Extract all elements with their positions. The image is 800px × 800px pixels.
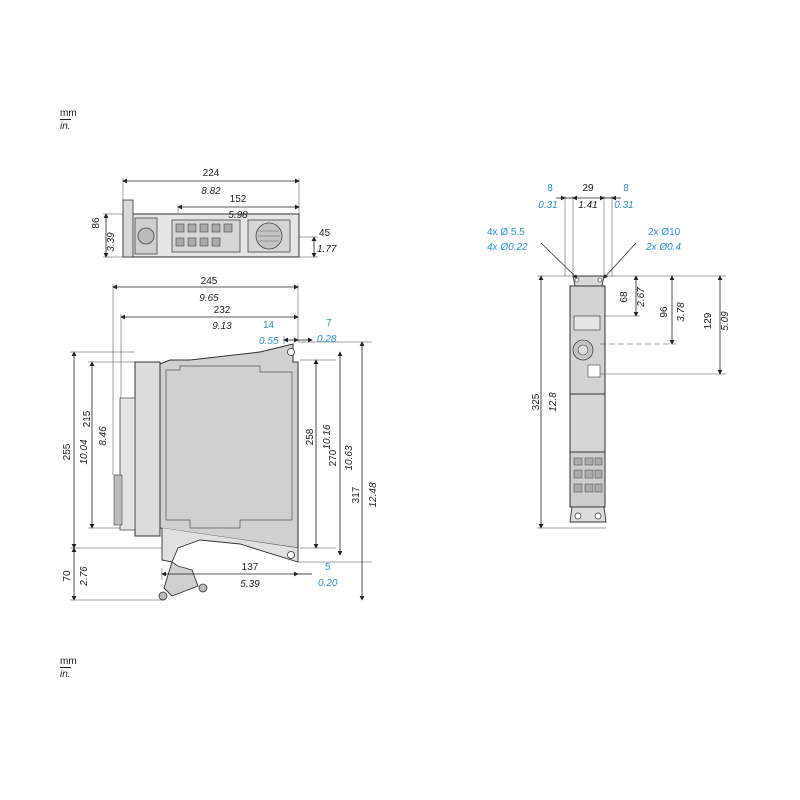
top-view [103,178,318,258]
unit-inch: in. [60,119,71,132]
dim-front-right-margin-mm: 8 [623,183,629,194]
dim-side-bottom-offset-in: 0.20 [318,578,338,589]
dim-top-width-mm: 224 [203,168,220,179]
dim-front-cable-holes-in: 2x Ø0.4 [645,242,681,253]
top-view-knob [137,227,155,245]
dim-front-left-margin-in: 0.31 [538,200,557,211]
dim-side-inner-height-mm: 215 [82,410,93,427]
dim-front-right-margin-in: 0.31 [614,200,633,211]
dim-front-68-in: 2.67 [636,287,647,308]
dim-side-bottom-depth-mm: 137 [242,562,259,573]
unit-legend-top: mm in. [60,108,77,132]
dim-side-bottom-offset-mm: 5 [325,562,331,573]
dim-front-overall-height-in: 12.8 [548,392,559,412]
dim-side-overall-width-in: 9.65 [199,293,219,304]
dim-front-cable-holes-mm: 2x Ø10 [648,227,681,238]
unit-mm: mm [60,656,77,667]
dim-front-hole-spacing-mm: 29 [582,183,594,194]
side-view-body [159,343,299,549]
dim-side-offset-a-mm: 14 [263,320,275,331]
side-view-rear [134,361,161,537]
dim-front-96-mm: 96 [659,306,670,318]
dim-side-270-in: 10.63 [344,445,355,470]
side-view-cable [163,561,199,597]
dim-top-inner-mm: 152 [230,194,247,205]
dim-front-overall-height-mm: 325 [531,393,542,410]
dim-side-bottom-ext-in: 2.76 [79,566,90,587]
front-view [537,195,726,529]
dim-side-mount-height-mm: 258 [305,428,316,445]
unit-mm: mm [60,108,77,119]
dim-front-left-margin-mm: 8 [547,183,553,194]
dim-front-96-in: 3.78 [676,302,687,322]
dim-top-height-mm: 86 [91,217,102,229]
dim-front-129-mm: 129 [703,312,714,329]
front-view-upper [569,285,606,395]
dim-top-depth-mm: 45 [319,228,331,239]
dim-top-depth-in: 1.77 [317,244,337,255]
dim-side-body-width-mm: 232 [214,305,231,316]
dim-side-bottom-depth-in: 5.39 [240,579,260,590]
dim-side-offset-b-mm: 7 [326,318,332,329]
unit-inch: in. [60,667,71,680]
dim-side-inner-height-in: 8.46 [98,426,109,446]
dim-side-overall-height-in: 10.04 [79,439,90,464]
unit-legend-bottom: mm in. [60,656,77,680]
dim-side-mount-height-in: 10.16 [322,424,333,449]
dim-front-129-in: 5.09 [720,311,731,331]
side-view [70,284,372,601]
dim-side-offset-b-in: 0.28 [317,334,337,345]
dim-side-317-in: 12.48 [368,482,379,507]
front-view-mid [569,393,606,453]
dim-top-inner-in: 5.98 [228,210,248,221]
dim-front-68-mm: 68 [619,291,630,303]
dim-side-overall-width-mm: 245 [201,276,218,287]
dim-side-offset-a-in: 0.55 [259,336,279,347]
top-view-clip [122,199,134,258]
dim-front-mount-holes-in: 4x Ø0.22 [487,242,528,253]
dim-side-overall-height-mm: 255 [62,443,73,460]
dim-top-height-in: 3.39 [106,232,117,252]
dim-side-bottom-ext-mm: 70 [62,570,73,582]
dim-side-317-mm: 317 [351,486,362,503]
dim-side-body-width-in: 9.13 [212,321,232,332]
dim-side-270-mm: 270 [328,449,339,466]
dim-front-mount-holes-mm: 4x Ø 5.5 [487,227,525,238]
side-view-connector [113,474,123,526]
dim-front-hole-spacing-in: 1.41 [578,200,597,211]
dim-top-width-in: 8.82 [201,186,221,197]
